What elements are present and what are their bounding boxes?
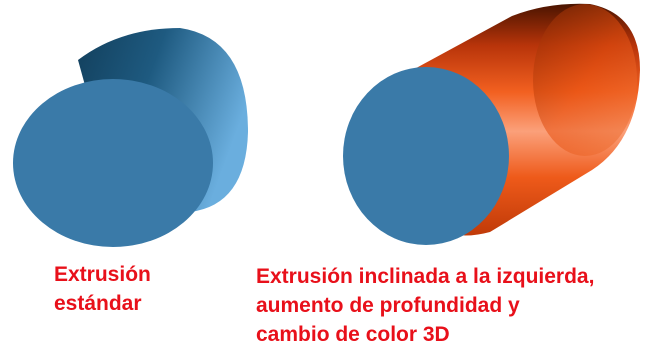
tilted-extrusion-shape: [343, 3, 640, 245]
caption-line: cambio de color 3D: [256, 323, 450, 346]
standard-extrusion-front-face: [13, 79, 213, 247]
standard-extrusion-shape: [13, 28, 248, 247]
caption-standard-extrusion: Extrusión estándar: [54, 260, 151, 318]
caption-line: Extrusión inclinada a la izquierda,: [256, 265, 595, 288]
tilted-extrusion-front-face: [343, 67, 509, 245]
caption-line: Extrusión: [54, 263, 151, 286]
caption-line: estándar: [54, 292, 142, 315]
caption-tilted-extrusion: Extrusión inclinada a la izquierda, aume…: [256, 262, 594, 349]
tilted-extrusion-back-rim: [533, 4, 637, 156]
caption-line: aumento de profundidad y: [256, 294, 520, 317]
